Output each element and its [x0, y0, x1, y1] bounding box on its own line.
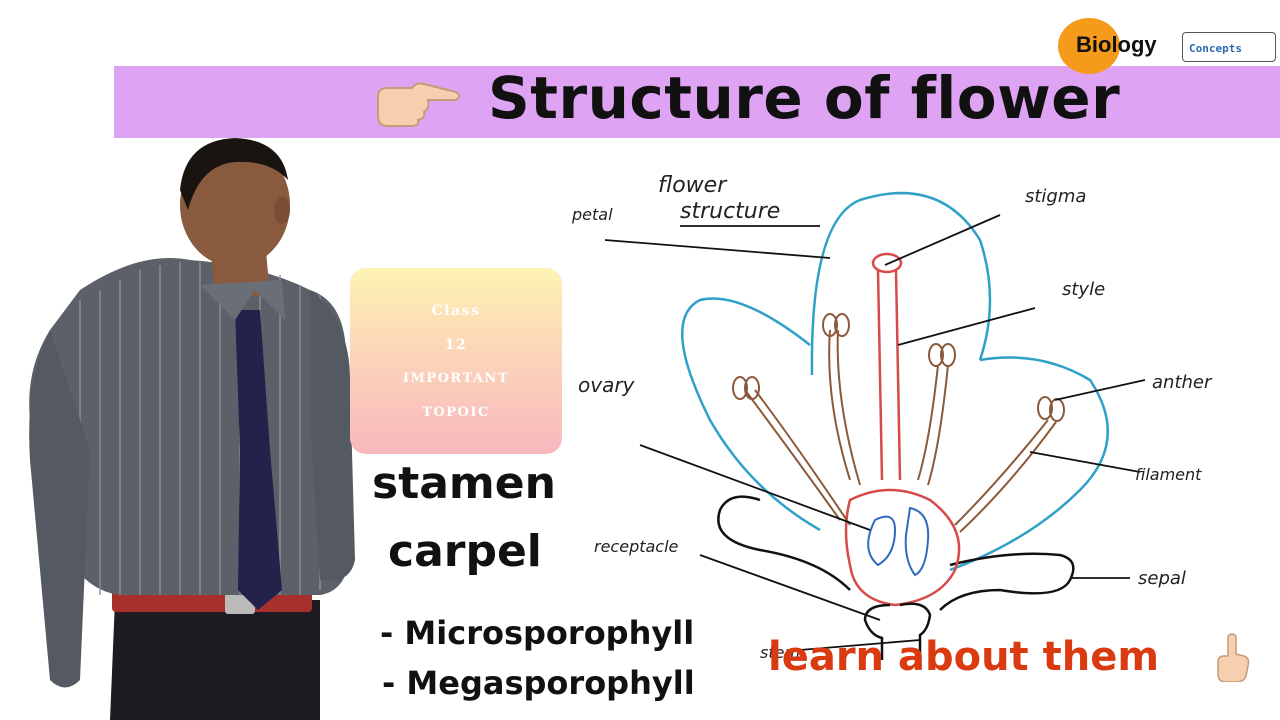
- logo-sub: Concepts: [1189, 42, 1242, 55]
- sepal-left: [717, 495, 851, 591]
- label-anther: anther: [1152, 372, 1213, 393]
- label-petal: petal: [571, 205, 613, 224]
- diagram-heading-1: flower: [658, 173, 728, 198]
- stamen-text: stamen: [372, 458, 556, 509]
- label-sepal: sepal: [1138, 568, 1186, 589]
- microsporophyll-text: - Microsporophyll: [380, 614, 695, 652]
- pointing-up-hand-icon: [1217, 633, 1250, 682]
- label-ovary: ovary: [578, 373, 636, 397]
- label-style: style: [1062, 279, 1105, 300]
- label-stem: stem: [760, 643, 800, 660]
- label-stigma: stigma: [1025, 186, 1086, 207]
- megasporophyll-text: - Megasporophyll: [382, 664, 695, 702]
- logo-word: Biology: [1076, 32, 1157, 57]
- receptacle: [863, 602, 932, 660]
- title-banner: [114, 66, 1280, 138]
- carpel-text: carpel: [388, 526, 542, 577]
- petal-right: [949, 356, 1109, 572]
- stigma: [871, 252, 903, 274]
- learn-cta-text: learn about them: [768, 634, 1159, 680]
- sepal-right: [939, 552, 1075, 611]
- class-info-card: Class 12 important topoic: [350, 268, 562, 454]
- page-title: Structure of flower: [488, 64, 1121, 132]
- presenter-figure: [29, 138, 355, 720]
- logo: Biology Concepts: [1058, 18, 1280, 74]
- logo-circle: [1058, 18, 1120, 74]
- class-line-2: 12: [444, 337, 468, 353]
- ovule-right: [904, 506, 930, 577]
- class-line-4: topoic: [422, 405, 490, 420]
- label-receptacle: receptacle: [594, 537, 679, 556]
- pointing-right-hand-icon: [377, 82, 460, 127]
- logo-badge: Concepts: [1182, 32, 1276, 62]
- ovary: [844, 488, 961, 607]
- petal-left: [680, 297, 821, 532]
- class-line-3: important: [402, 371, 510, 386]
- diagram-heading-2: structure: [680, 199, 780, 224]
- petal-center: [810, 191, 992, 376]
- label-filament: filament: [1135, 465, 1202, 484]
- style: [876, 269, 902, 481]
- class-line-1: Class: [431, 303, 481, 319]
- flower-diagram: flower structure petal stigma style anth…: [571, 173, 1213, 660]
- ovule-left: [867, 515, 897, 567]
